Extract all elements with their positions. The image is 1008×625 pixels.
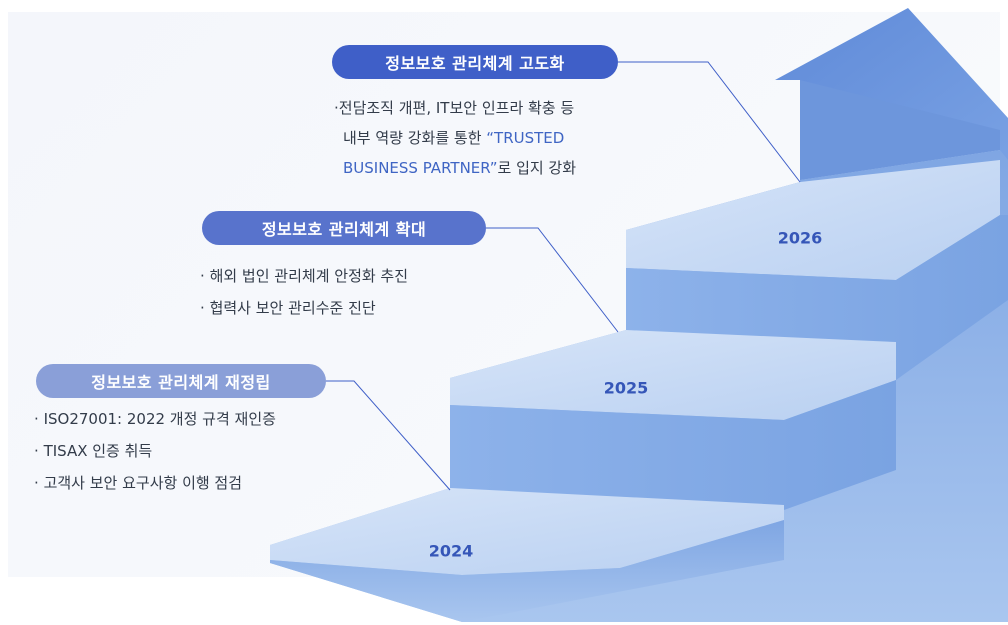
bullet-dot: · xyxy=(200,267,205,285)
step-2025-riser xyxy=(450,380,896,510)
stage-2024-title: 정보보호 관리체계 재정립 xyxy=(91,373,271,392)
arrow-shaft-face xyxy=(800,80,1000,180)
item-highlight: BUSINESS PARTNER” xyxy=(343,159,498,177)
stage-2025-items: · 해외 법인 관리체계 안정화 추진 · 협력사 보안 관리수준 진단 xyxy=(200,260,408,324)
item-highlight: “TRUSTED xyxy=(486,129,565,147)
item-text: 해외 법인 관리체계 안정화 추진 xyxy=(209,267,409,285)
connector-line-2025 xyxy=(486,227,619,333)
item-text: 전담조직 개편, IT보안 인프라 확충 등 xyxy=(338,99,575,117)
item-text: 고객사 보안 요구사항 이행 점검 xyxy=(43,474,243,492)
bullet-dot: · xyxy=(200,299,205,317)
stage-2026-title: 정보보호 관리체계 고도화 xyxy=(385,54,565,73)
bullet-dot: · xyxy=(334,99,339,117)
step-year-2024: 2024 xyxy=(428,541,474,561)
item-text: TISAX 인증 취득 xyxy=(43,442,153,460)
bullet-dot: · xyxy=(34,442,39,460)
item-text: ISO27001: 2022 개정 규격 재인증 xyxy=(43,410,276,428)
bullet-dot: · xyxy=(34,474,39,492)
stage-2026-title-pill: 정보보호 관리체계 고도화 xyxy=(332,45,618,79)
stage-2025-title: 정보보호 관리체계 확대 xyxy=(261,220,427,239)
step-2024-front xyxy=(270,520,784,622)
step-year-2025: 2025 xyxy=(603,378,649,398)
stage-2024-items: · ISO27001: 2022 개정 규격 재인증 · TISAX 인증 취득… xyxy=(34,403,276,499)
stage-2024-item-3: · 고객사 보안 요구사항 이행 점검 xyxy=(34,467,276,499)
stage-2026-item-1: ·전담조직 개편, IT보안 인프라 확충 등 xyxy=(334,93,576,123)
stage-2026-items: ·전담조직 개편, IT보안 인프라 확충 등 내부 역량 강화를 통한 “TR… xyxy=(334,93,576,183)
stage-2024-item-1: · ISO27001: 2022 개정 규격 재인증 xyxy=(34,403,276,435)
step-2025-top xyxy=(450,330,896,420)
stage-2024-item-2: · TISAX 인증 취득 xyxy=(34,435,276,467)
stage-2024-title-pill: 정보보호 관리체계 재정립 xyxy=(36,364,326,398)
connector-line-2024 xyxy=(326,380,451,491)
step-2026-top xyxy=(626,160,1000,280)
item-text: 로 입지 강화 xyxy=(497,159,577,177)
step-year-2026: 2026 xyxy=(777,228,823,248)
stage-2025-item-2: · 협력사 보안 관리수준 진단 xyxy=(200,292,408,324)
stage-2026-item-2: 내부 역량 강화를 통한 “TRUSTED xyxy=(334,123,576,153)
item-text: 협력사 보안 관리수준 진단 xyxy=(209,299,376,317)
bullet-dot: · xyxy=(34,410,39,428)
step-2024-top xyxy=(270,488,784,575)
connector-line-2026 xyxy=(618,61,801,183)
item-text: 내부 역량 강화를 통한 xyxy=(343,129,487,147)
stage-2025-title-pill: 정보보호 관리체계 확대 xyxy=(202,211,486,245)
stage-2025-item-1: · 해외 법인 관리체계 안정화 추진 xyxy=(200,260,408,292)
stage-2026-item-3: BUSINESS PARTNER”로 입지 강화 xyxy=(334,153,576,183)
